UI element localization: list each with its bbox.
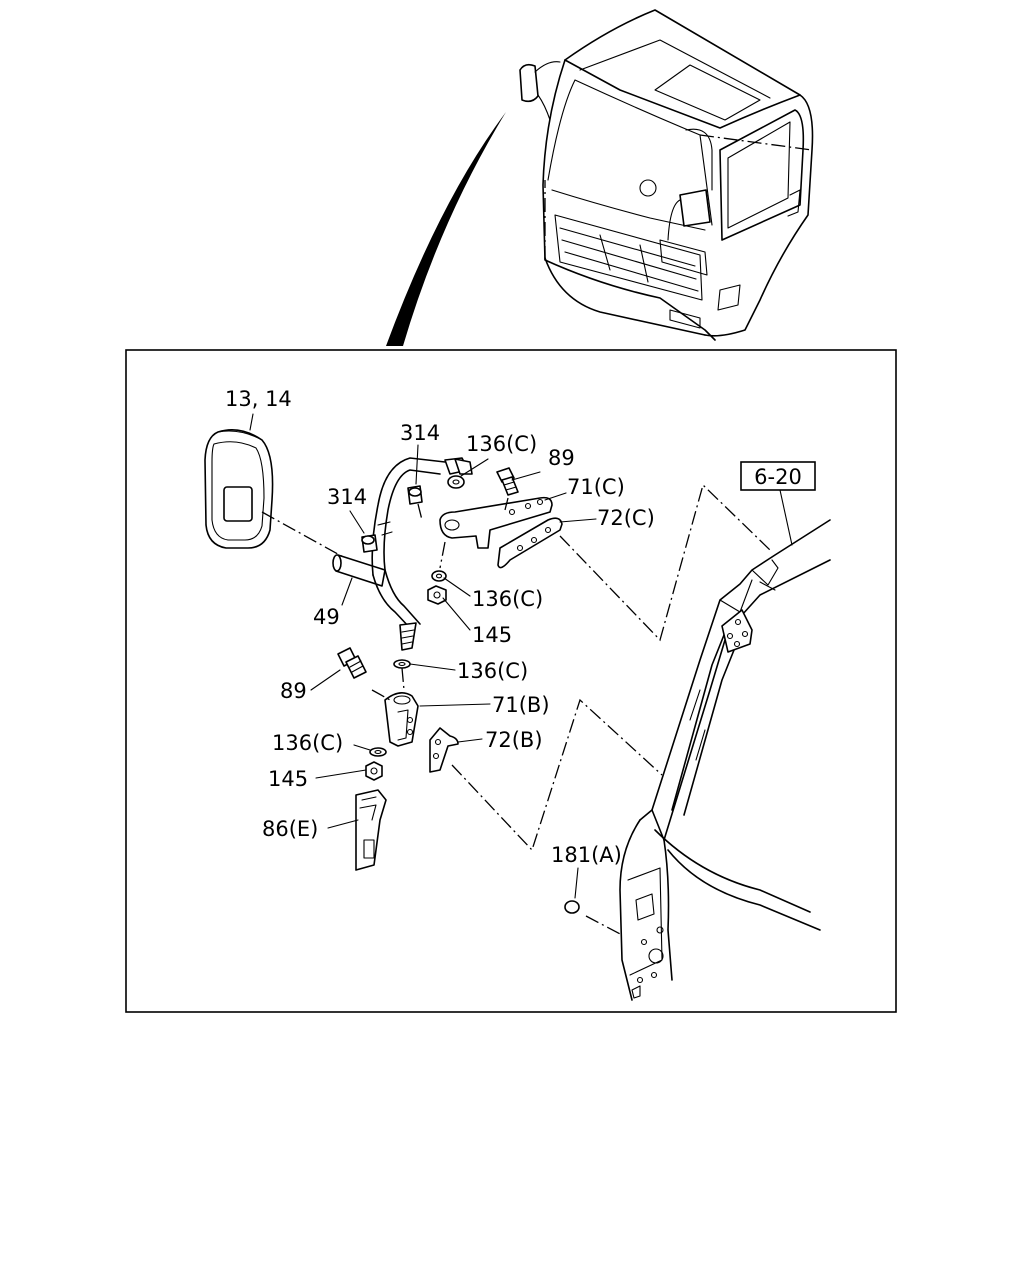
cover-86e [355,789,387,871]
label-plate-b: 72(B) [485,728,543,752]
washer-136c-lower [393,659,411,669]
label-nut-left: 145 [268,767,308,791]
label-bracket-c: 71(C) [567,475,625,499]
label-bolt-top: 89 [548,446,575,470]
label-washer-mid: 136(C) [472,587,543,611]
label-nut-top: 145 [472,623,512,647]
label-mirror: 13, 14 [225,387,292,411]
callout-leaders [249,413,793,899]
bolt-89-top [496,467,519,496]
plate-72c [497,517,563,569]
nut-145-top [427,585,447,605]
label-bracket-b: 71(B) [492,693,550,717]
reference-box-label: 6-20 [754,465,802,489]
truck-cab-illustration [519,9,814,341]
callout-labels: 13, 14 314 314 136(C) 89 71(C) 72(C) 136… [225,387,655,867]
reference-box[interactable]: 6-20 [740,461,816,491]
label-arm: 49 [313,605,340,629]
bracket-71c [439,496,553,549]
plug-181a [564,900,580,914]
label-screw-left: 314 [327,485,367,509]
label-bolt-left: 89 [280,679,307,703]
cab-pillar-structure [619,519,831,1001]
screw-314-top [407,485,423,505]
screw-314-left [361,534,378,553]
bracket-71b [384,692,419,747]
label-plug: 181(A) [551,843,622,867]
nut-145-left [365,761,383,781]
pointer-wedge [386,112,506,346]
label-washer-lower: 136(C) [457,659,528,683]
label-screw-top: 314 [400,421,440,445]
label-cover: 86(E) [262,817,318,841]
washer-136c-mid [431,570,447,582]
washer-136c-top [447,475,465,489]
mirror-part [204,429,274,549]
label-washer-top: 136(C) [466,432,537,456]
mirror-arm-part [332,457,473,651]
leader-lines [261,483,771,936]
label-plate-c: 72(C) [597,506,655,530]
bolt-89-left [337,647,367,679]
washer-136c-left [369,747,387,757]
label-washer-left: 136(C) [272,731,343,755]
plate-72b [429,727,459,773]
detail-frame [125,349,897,1013]
